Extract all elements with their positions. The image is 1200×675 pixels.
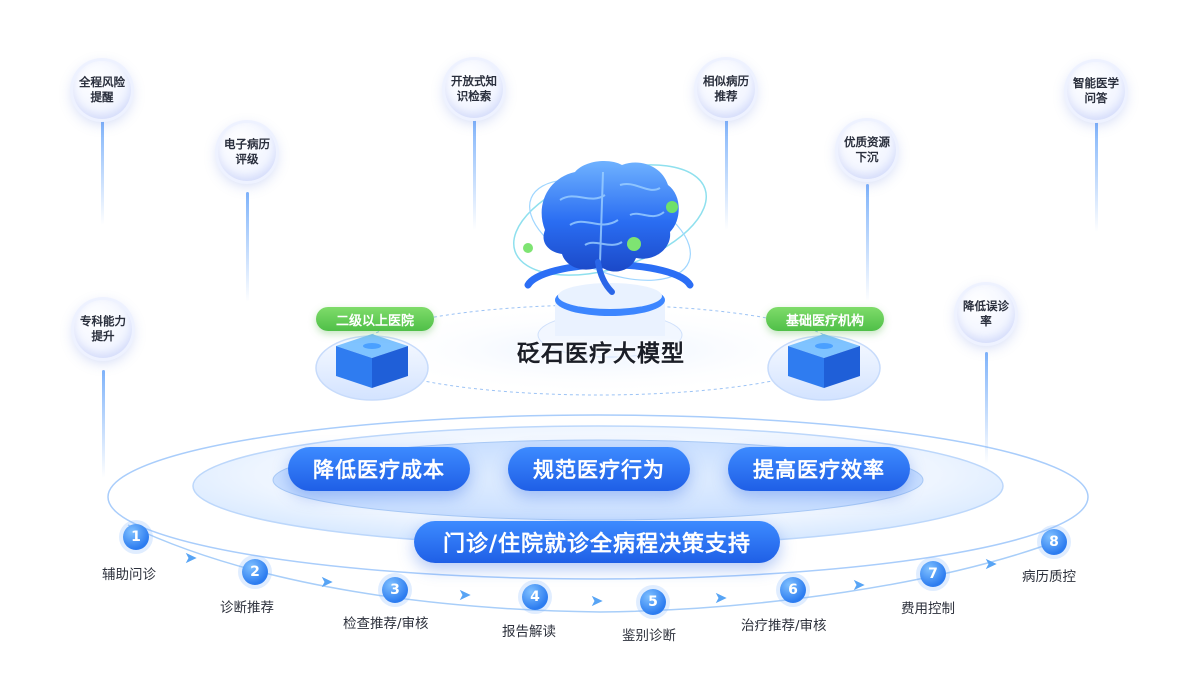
step-number: 2 [242,559,268,585]
arrow-right-icon: ➤ [590,591,604,610]
model-title: 砭石医疗大模型 [517,341,685,367]
stem [985,352,988,464]
stem [866,184,869,302]
feature-bubble-specialty-ability: 专科能力提升 [74,300,132,358]
step-label: 辅助问诊 [102,567,156,583]
step-label: 检查推荐/审核 [343,616,429,632]
stem [246,192,249,302]
goal-standardize-behavior: 规范医疗行为 [508,447,690,491]
step-number: 8 [1041,529,1067,555]
orbit-dot-3 [523,243,533,253]
goal-reduce-cost: 降低医疗成本 [288,447,470,491]
feature-bubble-knowledge-search: 开放式知识检索 [445,60,503,118]
step-label: 报告解读 [502,624,556,640]
cube-icon [788,334,860,388]
arrow-right-icon: ➤ [320,572,334,591]
arrow-right-icon: ➤ [184,548,198,567]
step-number: 4 [522,584,548,610]
brain-icon [541,160,679,295]
decision-support-banner: 门诊/住院就诊全病程决策支持 [414,521,780,563]
step-label: 费用控制 [901,601,955,617]
step-label: 病历质控 [1022,569,1076,585]
tag-secondary-hospital: 二级以上医院 [316,307,434,331]
step-number: 3 [382,577,408,603]
step-label: 治疗推荐/审核 [741,618,827,634]
feature-bubble-risk-alert: 全程风险提醒 [73,61,131,119]
arrow-right-icon: ➤ [852,575,866,594]
stem [725,118,728,230]
tag-primary-institution: 基础医疗机构 [766,307,884,331]
stem [1095,122,1098,232]
step-number: 7 [920,561,946,587]
feature-bubble-misdiagnosis: 降低误诊率 [957,285,1015,343]
step-number: 1 [123,524,149,550]
feature-bubble-medical-qa: 智能医学问答 [1067,62,1125,120]
stem [102,370,105,478]
outer-ring [107,414,1089,580]
orbit-dot-2 [627,237,641,251]
feature-bubble-similar-cases: 相似病历推荐 [697,60,755,118]
orbit-dot-1 [666,201,678,213]
pedestal-top-inner [558,283,662,309]
arrow-right-icon: ➤ [984,554,998,573]
stem [473,118,476,230]
arrow-right-icon: ➤ [714,588,728,607]
feature-bubble-resource-sinking: 优质资源下沉 [838,121,896,179]
feature-bubble-emr-rating: 电子病历评级 [218,123,276,181]
step-number: 6 [780,577,806,603]
goal-improve-efficiency: 提高医疗效率 [728,447,910,491]
step-label: 诊断推荐 [220,600,274,616]
arrow-right-icon: ➤ [458,585,472,604]
stem [101,120,104,225]
step-number: 5 [640,589,666,615]
cube-icon [336,334,408,388]
step-label: 鉴别诊断 [622,628,676,644]
